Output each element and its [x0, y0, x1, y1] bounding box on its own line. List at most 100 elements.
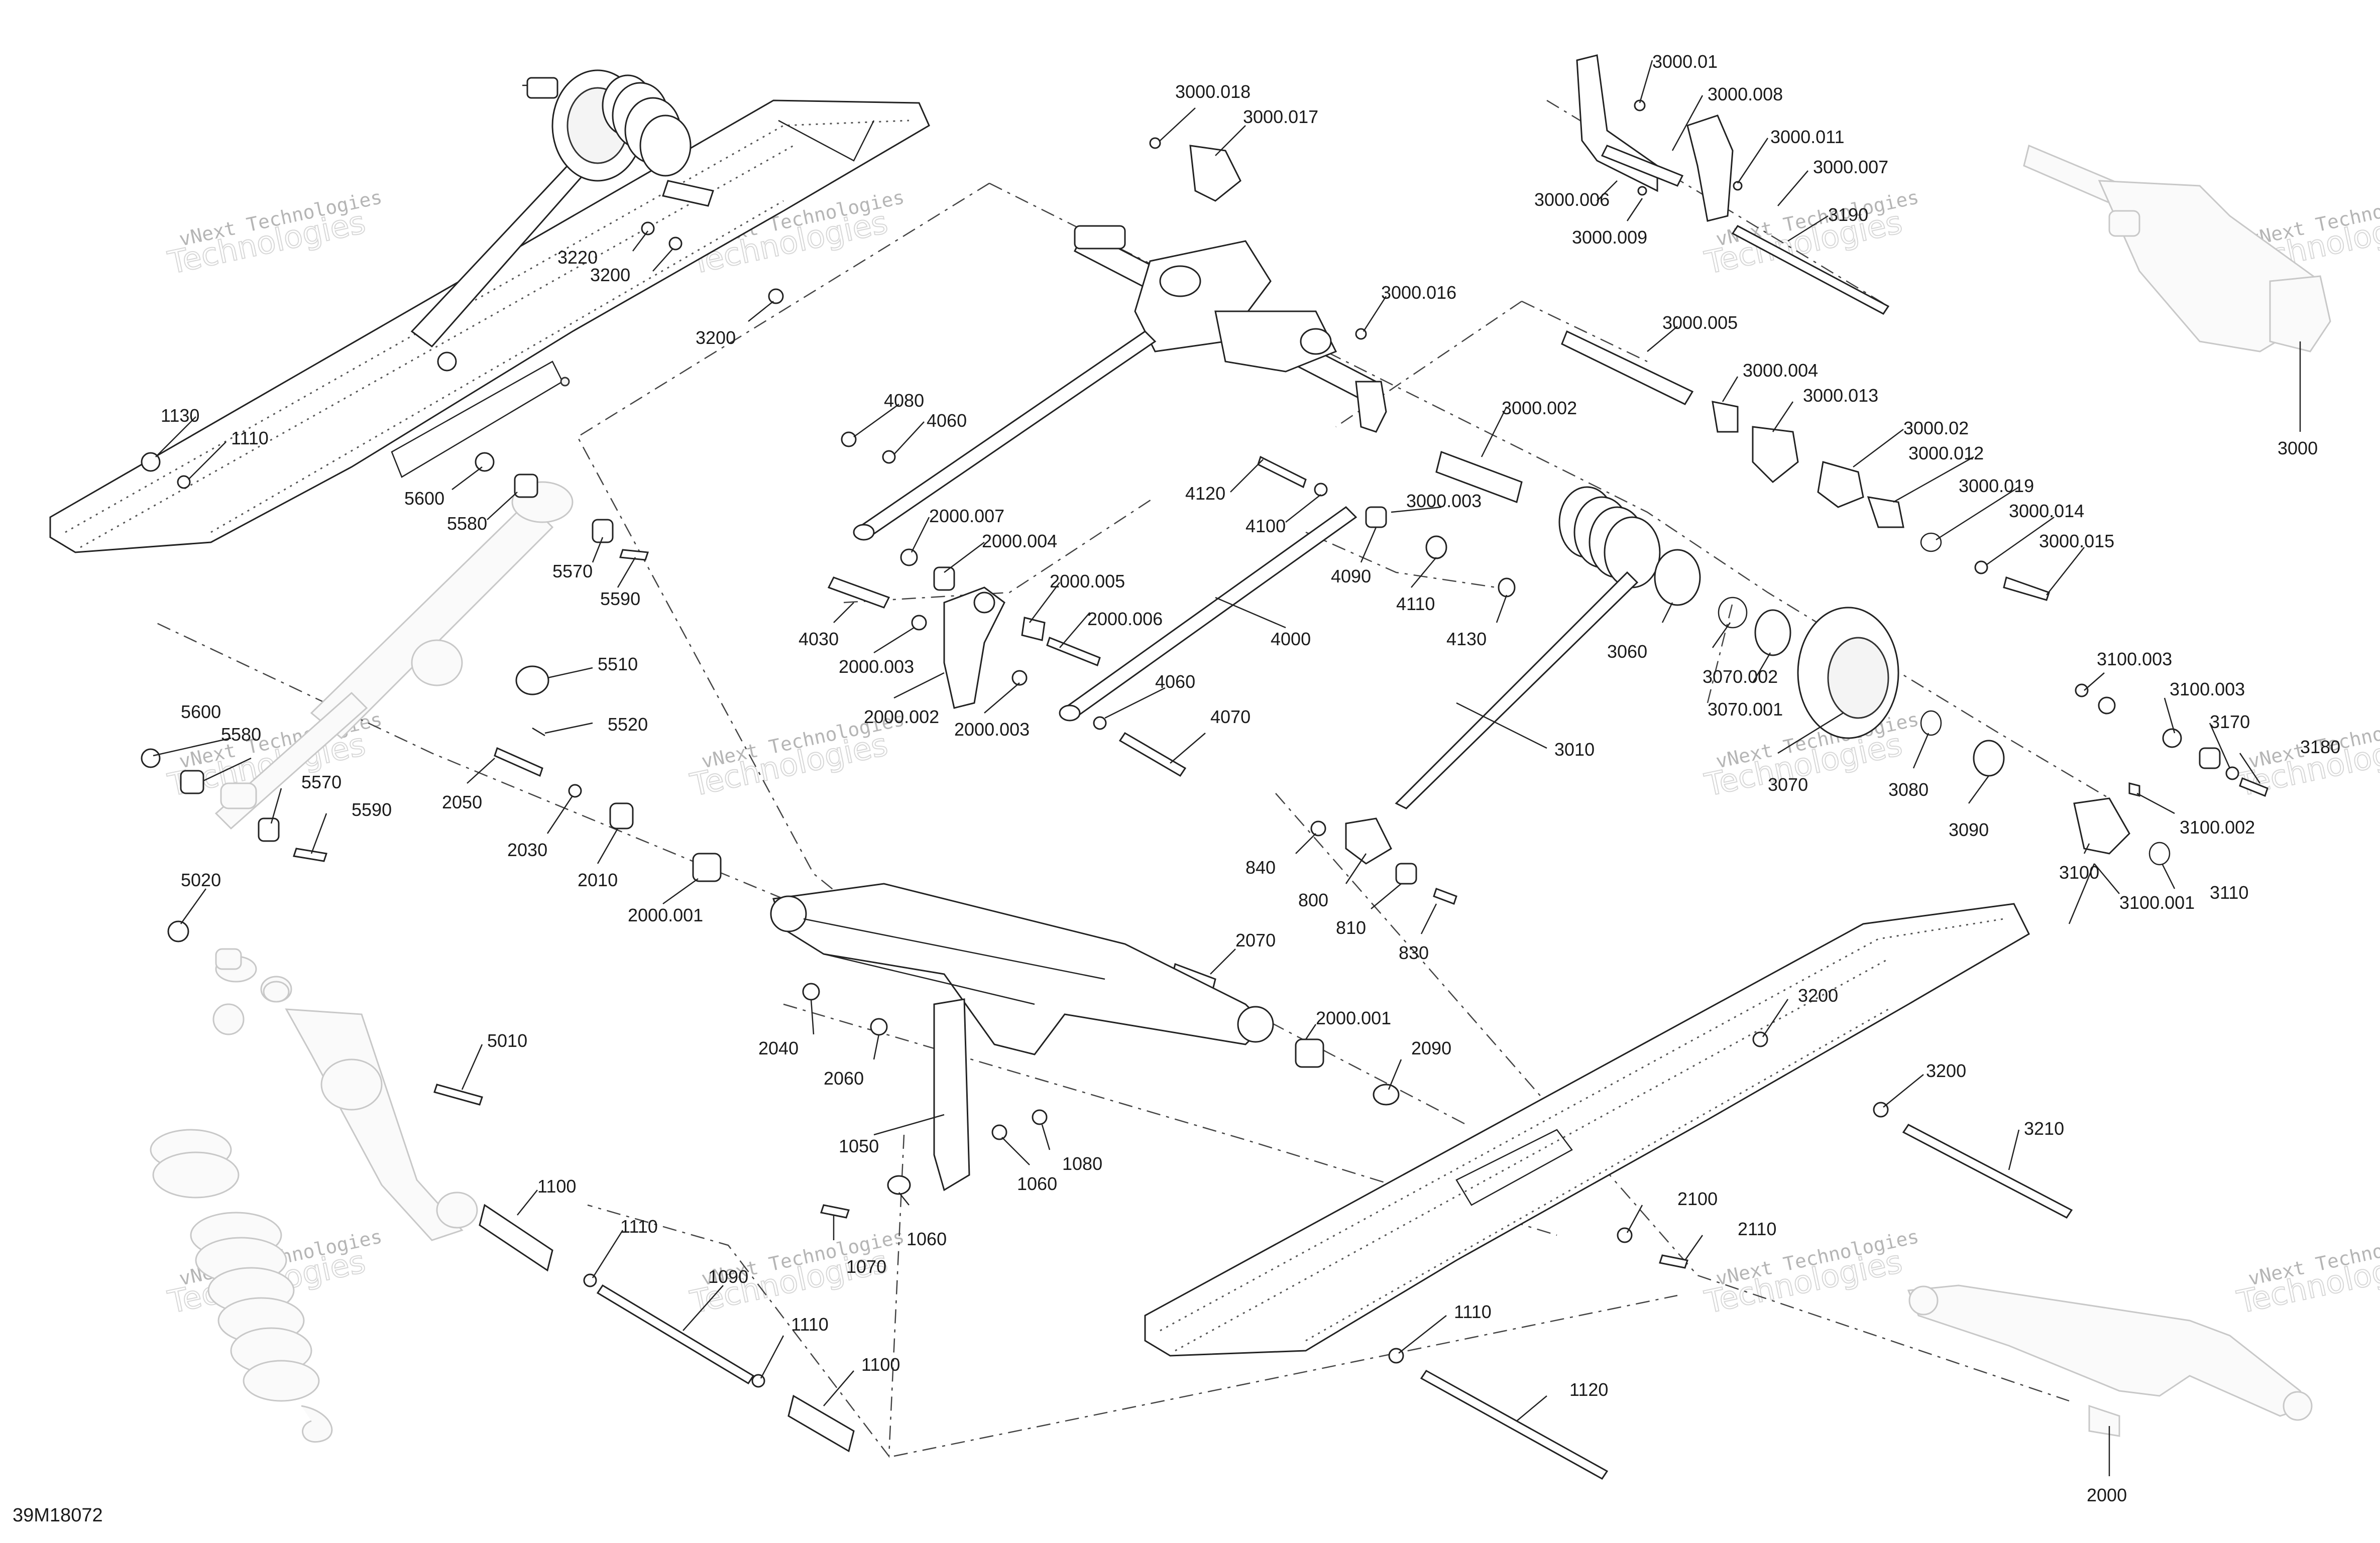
callout: 3000.017 [1243, 106, 1318, 127]
upper-bracket-assembly [1576, 54, 1890, 315]
callout: 3000.015 [2039, 531, 2114, 551]
washer-4060 [882, 450, 896, 464]
callout: 2070 [1235, 930, 1276, 951]
sleeve-1100b [787, 1394, 855, 1453]
callout: 1120 [1569, 1379, 1608, 1400]
callout: 1110 [791, 1314, 829, 1335]
callout: 2010 [578, 870, 618, 890]
callout: 3000.018 [1175, 81, 1251, 102]
bolt-1070 [820, 1204, 850, 1219]
callout: 2000 [2087, 1485, 2127, 1505]
torsion-spring-assembly [1395, 451, 2005, 809]
pin-4030 [827, 576, 890, 609]
washer-2040 [802, 983, 820, 1001]
callout: 4000 [1271, 629, 1311, 649]
callout: 5520 [608, 714, 648, 735]
callout: 3170 [2210, 711, 2250, 732]
bolt-5010 [433, 1084, 483, 1106]
callout: 3000.019 [1959, 476, 2034, 496]
callout: 1060 [906, 1229, 947, 1249]
clip-3000-018 [1149, 137, 1161, 149]
callout: 3070 [1768, 774, 1808, 795]
callout: 1080 [1062, 1153, 1102, 1174]
bolt-2050 [494, 747, 543, 777]
washer-1060 [991, 1124, 1007, 1140]
callout: 3010 [1554, 739, 1595, 760]
callout: 3060 [1607, 641, 1647, 662]
callout: 5510 [598, 654, 638, 674]
callout: 1090 [708, 1266, 748, 1287]
washer-1110c [751, 1374, 765, 1388]
nut-4130 [1498, 577, 1516, 598]
callout: 1110 [1454, 1301, 1492, 1322]
bushing-5510 [515, 665, 549, 695]
callout: 800 [1298, 890, 1328, 910]
callout: 840 [1245, 857, 1276, 878]
callout: 2060 [824, 1068, 864, 1089]
track-tensioner-group [2068, 683, 2269, 924]
callout: 1100 [537, 1176, 576, 1197]
washer-3200 [1752, 1031, 1768, 1047]
bushing-5580 [514, 473, 538, 498]
arm-3010 [1395, 571, 1639, 809]
callout: 3000.009 [1572, 227, 1647, 248]
callout: 3000.02 [1903, 418, 1969, 438]
callout: 5570 [301, 772, 342, 792]
callout: 1110 [231, 428, 269, 448]
washer-1110 [177, 475, 191, 489]
callout: 3200 [590, 265, 630, 285]
washer-3090 [1973, 740, 2005, 777]
bolt-5590 [619, 549, 649, 561]
left-hardware [141, 221, 855, 1453]
spacer-5570 [592, 519, 614, 543]
bushing-3000-004 [1712, 401, 1739, 433]
callout: 3190 [1828, 204, 1868, 225]
pin-4120 [1257, 455, 1307, 489]
nut-5020 [167, 920, 189, 942]
callout: 3070.001 [1708, 699, 1783, 720]
callout: 3100.003 [2097, 649, 2172, 669]
bushing-2000-001 [692, 853, 722, 882]
callout: 5600 [404, 488, 444, 509]
watermark: Technologies vNext Technologies [164, 186, 384, 282]
rear-suspension-arm [770, 883, 1274, 1219]
bolt-3000-015 [2003, 576, 2050, 601]
callout: 2000.003 [839, 656, 914, 677]
washer-2100 [1617, 1227, 1633, 1243]
callout: 2000.001 [1316, 1008, 1391, 1028]
callout: 5010 [487, 1030, 527, 1051]
bushing-4090 [1365, 506, 1387, 528]
callout: 2000.005 [1050, 571, 1125, 591]
link-rods [827, 330, 1516, 777]
callout: 3090 [1949, 819, 1989, 840]
callout: 3000.01 [1652, 51, 1718, 72]
callout-labels: 3000.018 3000.017 3000.01 3000.008 3000.… [161, 51, 2340, 1505]
callout: 4030 [799, 629, 839, 649]
callout: 3000.006 [1534, 189, 1610, 210]
washer-4060b [1093, 716, 1107, 730]
callout: 3100.001 [2119, 892, 2195, 913]
callout: 2000.002 [864, 706, 939, 727]
sleeve-3000-002 [1435, 451, 1523, 503]
bushing-810 [1395, 863, 1417, 885]
left-slide-rail [49, 99, 930, 553]
block-800 [1345, 817, 1392, 865]
callout: 2110 [1738, 1219, 1776, 1239]
center-shaft-assembly [1073, 137, 1387, 433]
rear-shock-spring [150, 956, 478, 1443]
callout: 2040 [758, 1038, 799, 1058]
callout: 4110 [1396, 594, 1435, 614]
callout: 5020 [181, 870, 221, 890]
shaft-3000-005 [1561, 330, 1694, 405]
washer-1060b [887, 1175, 911, 1195]
nut-5600 [475, 452, 495, 472]
callout: 3100 [2059, 862, 2099, 883]
callout: 2000.006 [1087, 609, 1163, 629]
callout: 2100 [1677, 1189, 1718, 1209]
rod-3210 [1902, 1124, 2073, 1219]
bolt-830 [1433, 888, 1457, 905]
block-3000-013 [1752, 426, 1799, 484]
watermark: Technologies vNext Technologies [2233, 1225, 2380, 1321]
callout: 1100 [861, 1354, 900, 1375]
bellcrank-assembly [900, 548, 1101, 709]
